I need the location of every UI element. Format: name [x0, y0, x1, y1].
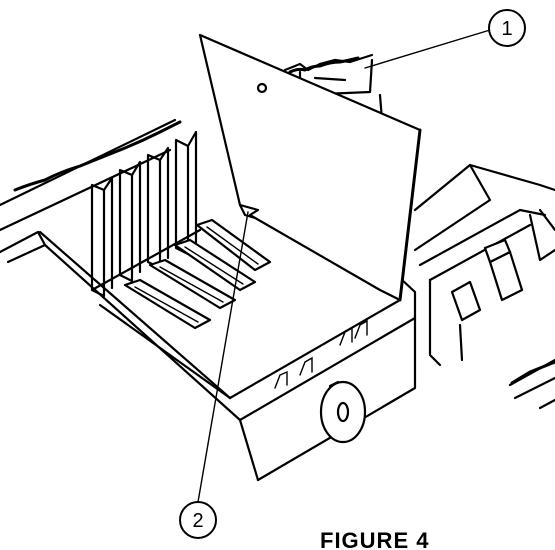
right-assembly [283, 53, 555, 410]
callout-1-label: 1 [501, 18, 512, 40]
callout-1-circle [488, 9, 526, 47]
callout-2-circle [179, 501, 217, 539]
callout-2-label: 2 [192, 510, 203, 532]
chassis-left-rail [0, 118, 182, 264]
circuit-board [198, 33, 422, 302]
callout-1: 1 [364, 9, 526, 69]
front-panel [256, 316, 417, 482]
wheel [319, 380, 367, 444]
chassis-tray [38, 230, 417, 482]
edge-connectors [123, 218, 272, 330]
callout-2: 2 [179, 211, 249, 539]
figure-caption: FIGURE 4 [320, 528, 429, 550]
